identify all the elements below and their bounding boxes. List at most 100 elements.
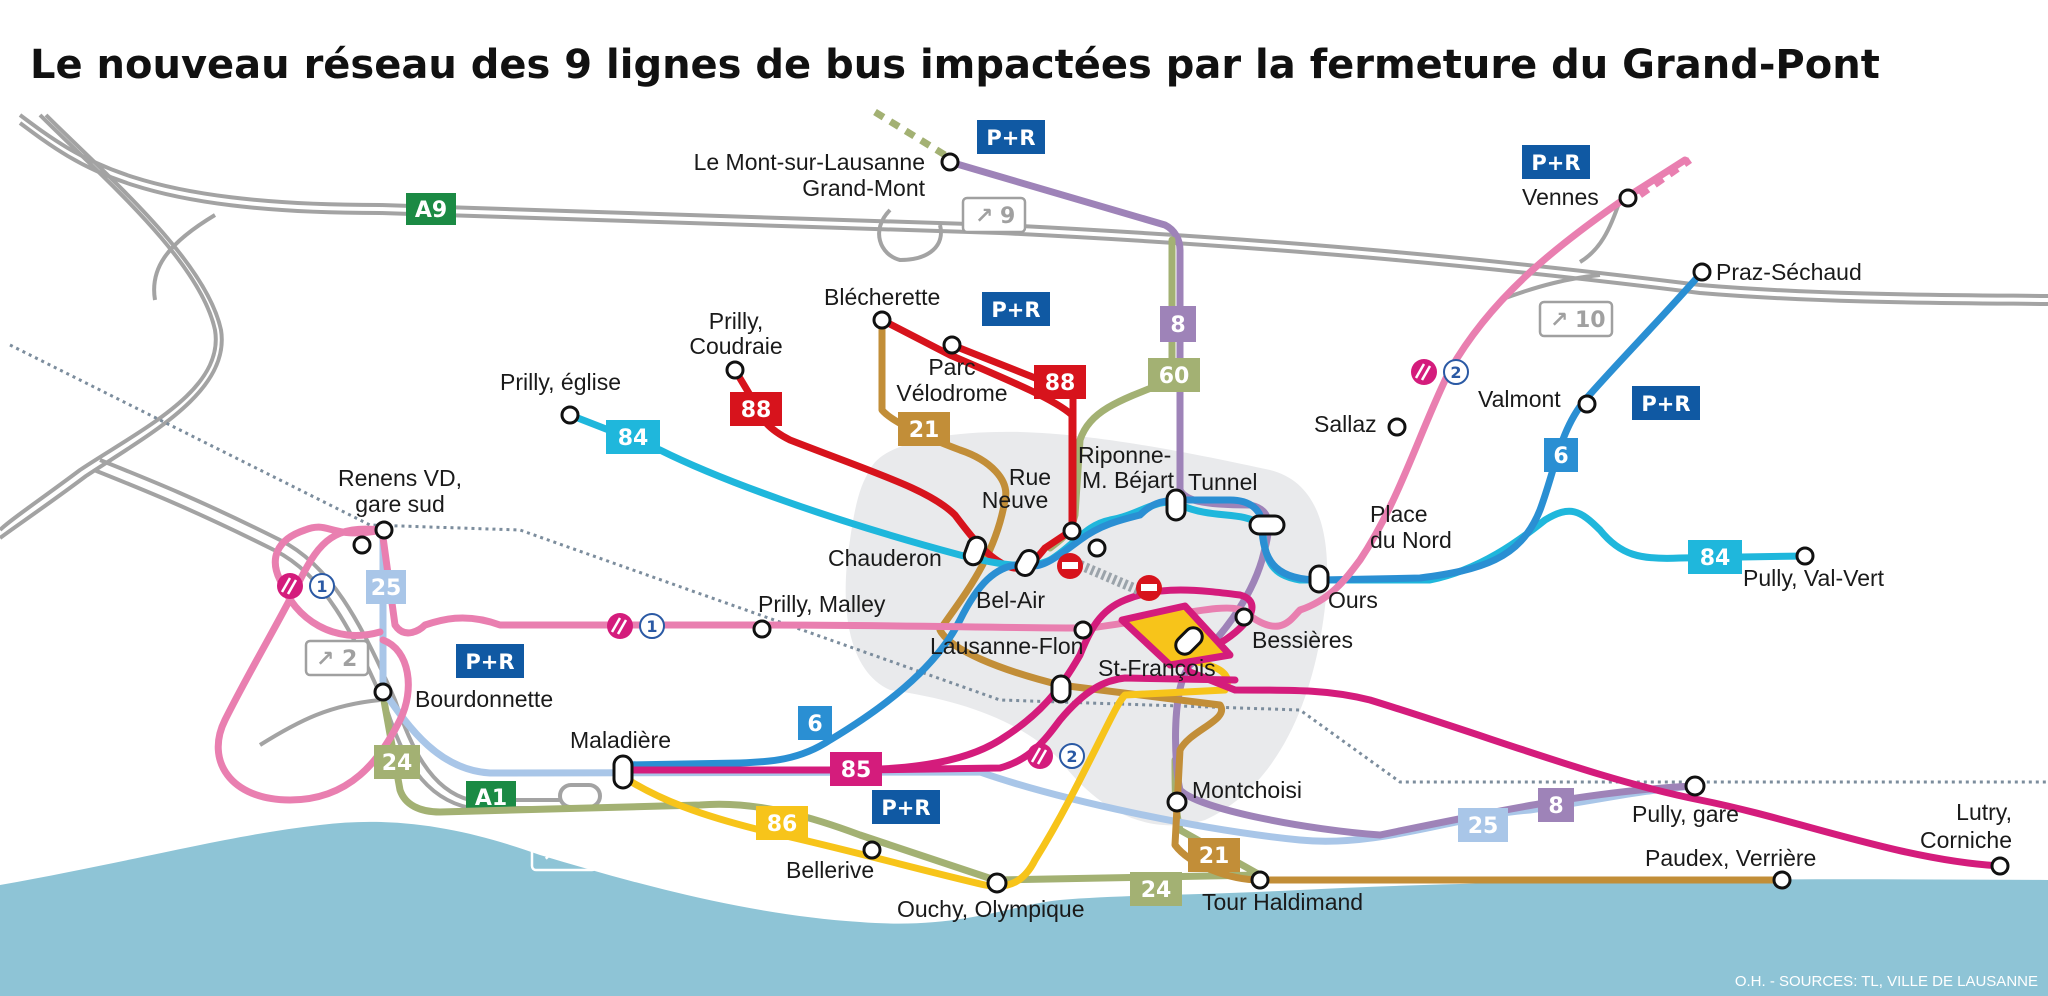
badge-86: 86 — [756, 806, 808, 840]
svg-text:Bellerive: Bellerive — [786, 857, 874, 883]
highway-network — [0, 113, 2048, 810]
svg-text:Le Mont-sur-Lausanne: Le Mont-sur-Lausanne — [694, 149, 925, 175]
stop-chauderon — [962, 535, 988, 567]
badge-24-south: 24 — [1130, 872, 1182, 906]
svg-text:↗: ↗ — [975, 204, 993, 229]
svg-text:Ours: Ours — [1328, 587, 1378, 613]
svg-text:gare sud: gare sud — [355, 491, 445, 517]
svg-text:P+R: P+R — [991, 298, 1040, 322]
stop-bel-air — [1014, 549, 1040, 577]
stop-lausanne-flon — [1073, 620, 1093, 640]
svg-text:21: 21 — [909, 418, 940, 443]
stop-ours — [1308, 564, 1330, 594]
svg-text:Grand-Mont: Grand-Mont — [802, 175, 925, 201]
stop-prilly-eglise — [560, 405, 580, 425]
stop-bessieres — [1234, 607, 1254, 627]
pr-vennes: P+R — [1522, 145, 1590, 179]
svg-text:Prilly, Malley: Prilly, Malley — [758, 591, 886, 617]
metro-m1-symbol-west: 1 — [277, 573, 335, 599]
stop-blecherette — [872, 310, 892, 330]
svg-text:86: 86 — [767, 812, 798, 837]
svg-text:Place: Place — [1370, 501, 1428, 527]
svg-text:Ouchy, Olympique: Ouchy, Olympique — [897, 896, 1084, 922]
stop-vennes — [1618, 188, 1638, 208]
svg-text:8: 8 — [1170, 313, 1185, 338]
svg-text:P+R: P+R — [986, 126, 1035, 150]
svg-text:6: 6 — [1553, 444, 1568, 469]
stop-montchoisi — [1166, 791, 1188, 813]
svg-text:88: 88 — [741, 398, 772, 423]
stop-flon-south — [1050, 674, 1072, 704]
stop-mont — [940, 152, 960, 172]
badge-88-east: 88 — [1034, 365, 1086, 399]
rail-line-north — [9, 343, 2048, 784]
exit-3-badge: ↗ 3 — [530, 834, 598, 872]
svg-text:2: 2 — [1450, 363, 1461, 382]
stop-st-francois — [1174, 626, 1204, 656]
svg-text:21: 21 — [1199, 844, 1230, 869]
source-credit: O.H. - SOURCES: TL, VILLE DE LAUSANNE — [1735, 973, 2038, 990]
pr-valmont: P+R — [1632, 386, 1700, 420]
svg-text:2: 2 — [342, 647, 357, 672]
svg-text:Prilly,: Prilly, — [709, 308, 764, 334]
line-84-path — [566, 411, 1809, 584]
svg-text:Parc: Parc — [928, 354, 975, 380]
stop-lutry — [1990, 856, 2010, 876]
pr-parc-velodrome: P+R — [982, 292, 1050, 326]
badge-25-east: 25 — [1458, 808, 1508, 842]
svg-text:25: 25 — [1468, 814, 1499, 839]
svg-text:Lausanne-Flon: Lausanne-Flon — [930, 633, 1083, 659]
svg-text:P+R: P+R — [465, 650, 514, 674]
svg-text:Valmont: Valmont — [1478, 386, 1561, 412]
svg-text:M. Béjart: M. Béjart — [1082, 467, 1175, 493]
svg-text:Tunnel: Tunnel — [1188, 469, 1257, 495]
svg-text:Prilly, église: Prilly, église — [500, 369, 621, 395]
stop-renens — [374, 520, 394, 540]
stop-bellerive — [862, 840, 882, 860]
svg-text:Blécherette: Blécherette — [824, 284, 940, 310]
stop-haldimand — [1250, 870, 1270, 890]
svg-text:1: 1 — [316, 577, 327, 596]
svg-text:du Nord: du Nord — [1370, 527, 1452, 553]
svg-text:84: 84 — [618, 426, 649, 451]
svg-text:P+R: P+R — [1641, 392, 1690, 416]
line-badges: 84 84 88 88 21 21 60 8 8 6 6 25 25 24 24… — [366, 306, 1742, 906]
svg-text:A9: A9 — [415, 198, 447, 223]
stop-parc-velodrome — [942, 335, 962, 355]
badge-6-east: 6 — [1544, 438, 1578, 472]
svg-text:Praz-Séchaud: Praz-Séchaud — [1716, 259, 1862, 285]
svg-text:Chauderon: Chauderon — [828, 545, 942, 571]
road-a9-label: A9 — [406, 193, 456, 225]
svg-text:Pully, gare: Pully, gare — [1632, 801, 1739, 827]
exit-2-badge: ↗ 2 — [304, 639, 370, 677]
line-8-extension — [873, 109, 947, 158]
svg-text:Paudex, Verrière: Paudex, Verrière — [1645, 845, 1816, 871]
badge-25-west: 25 — [366, 570, 406, 604]
badge-85: 85 — [830, 752, 882, 786]
svg-text:Pully, Val-Vert: Pully, Val-Vert — [1743, 565, 1885, 591]
stop-riponne — [1087, 538, 1107, 558]
svg-text:Riponne-: Riponne- — [1078, 442, 1171, 468]
svg-text:↗: ↗ — [542, 842, 560, 867]
badge-21-north: 21 — [898, 412, 950, 446]
svg-text:24: 24 — [1141, 878, 1172, 903]
svg-text:6: 6 — [807, 712, 822, 737]
svg-text:10: 10 — [1575, 308, 1606, 333]
exit-10-badge: ↗ 10 — [1538, 300, 1614, 338]
stop-tunnel — [1165, 488, 1187, 522]
no-entry-sign-east — [1136, 575, 1162, 601]
svg-text:Bessières: Bessières — [1252, 627, 1353, 653]
stop-place-du-nord — [1248, 514, 1286, 536]
st-francois-diamond — [1118, 602, 1234, 669]
svg-text:25: 25 — [371, 576, 402, 601]
svg-text:Corniche: Corniche — [1920, 827, 2012, 853]
badge-84-east: 84 — [1688, 540, 1742, 574]
stop-prilly-malley — [752, 619, 772, 639]
no-entry-sign-west — [1057, 553, 1083, 579]
pr-mont: P+R — [977, 120, 1045, 154]
stop-maladiere — [612, 754, 634, 790]
badge-8-south: 8 — [1538, 788, 1574, 822]
metro-m2-symbol-south: 2 — [1027, 743, 1085, 769]
svg-text:2: 2 — [1066, 747, 1077, 766]
